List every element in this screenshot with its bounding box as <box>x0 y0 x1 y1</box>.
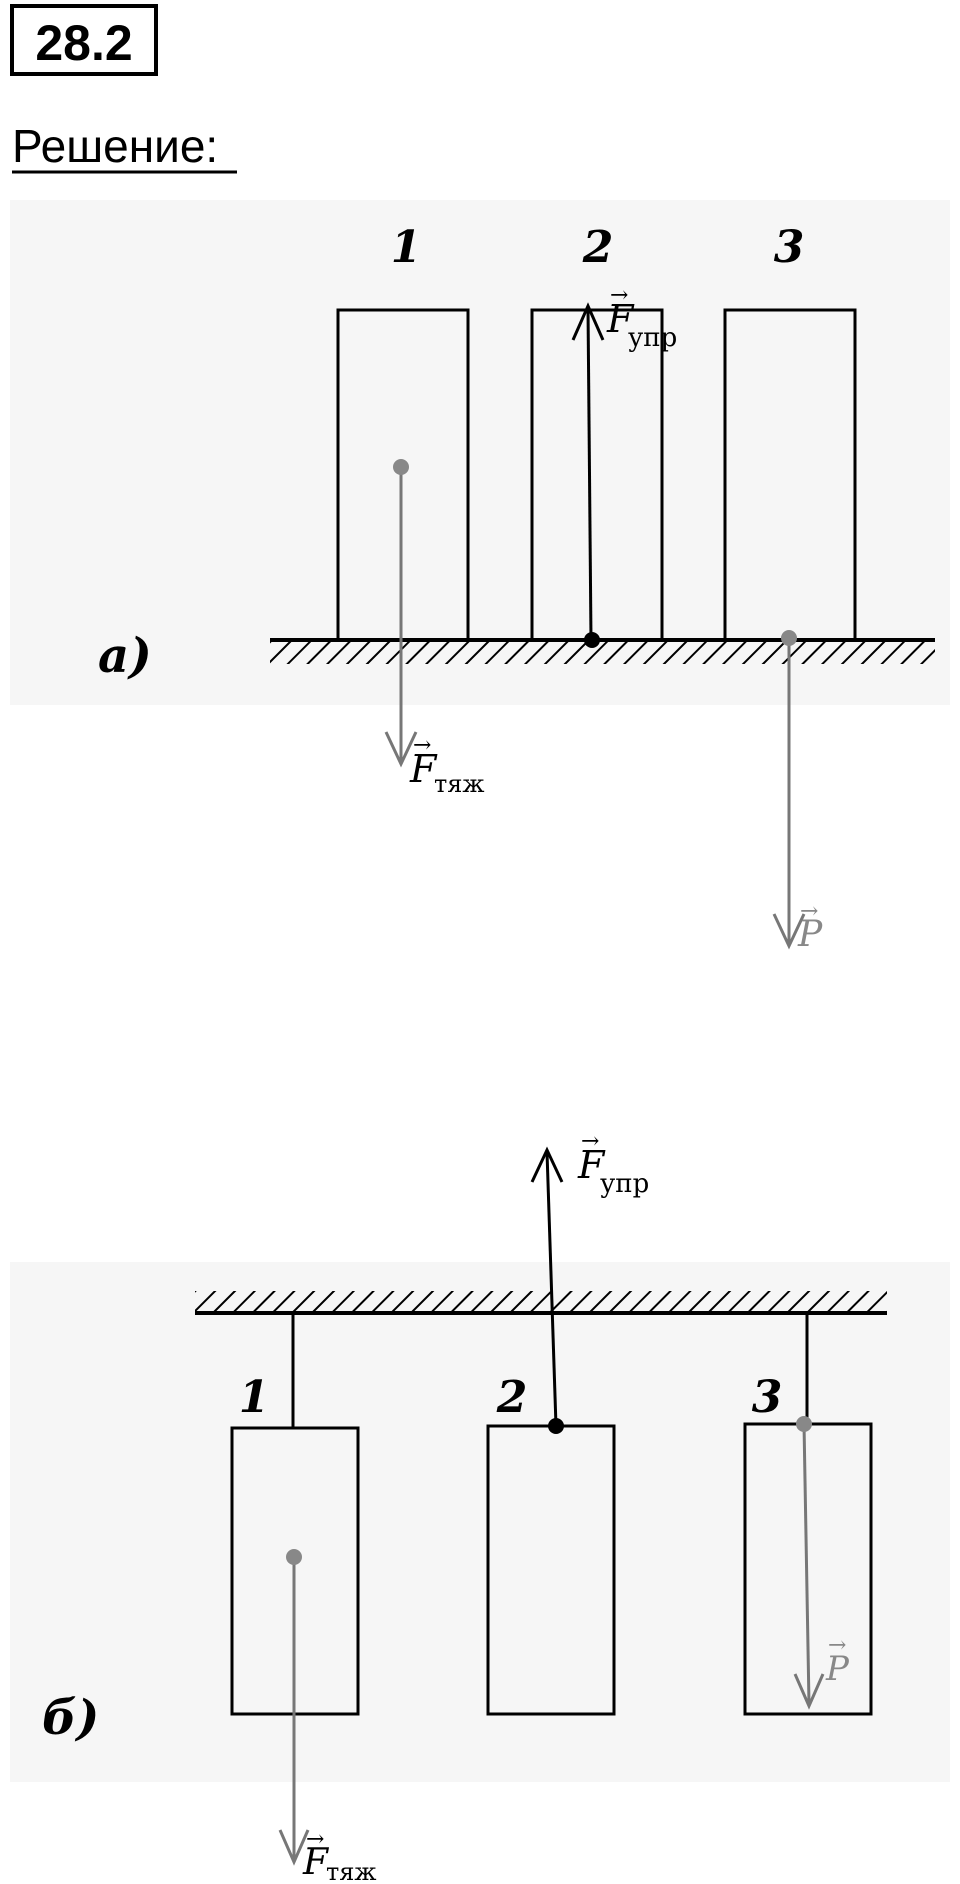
vector-arrow-icon: → <box>800 899 818 924</box>
gravity-subscript-a: тяж <box>434 770 485 798</box>
weight-arrow-a <box>772 630 806 950</box>
ceiling-hatching <box>195 1291 887 1313</box>
block-b-3-label: 3 <box>752 1372 783 1423</box>
gravity-arrow-b <box>278 1549 310 1866</box>
ground-hatching <box>270 640 935 664</box>
gravity-application-point-b <box>286 1549 302 1565</box>
vector-arrow-icon: → <box>413 733 431 758</box>
vector-arrow-icon: → <box>828 1633 846 1658</box>
elastic-label-b: F → упр <box>577 1129 649 1199</box>
solution-heading: Решение: <box>12 120 237 174</box>
gravity-label-a: F → тяж <box>409 733 485 798</box>
elastic-symbol-b: F <box>577 1143 606 1187</box>
weight-label-b: P → <box>825 1633 850 1689</box>
problem-number: 28.2 <box>35 15 132 71</box>
weight-application-point-a <box>781 630 797 646</box>
gravity-application-point-a <box>393 459 409 475</box>
vector-arrow-icon: → <box>306 1827 324 1852</box>
weight-label-a: P → <box>797 899 823 955</box>
panel-a-label: а) <box>98 628 152 684</box>
block-a-1 <box>336 308 470 642</box>
block-a-1-label: 1 <box>391 222 422 273</box>
elastic-arrow-b <box>530 1146 564 1434</box>
gravity-symbol-b: F <box>302 1842 330 1883</box>
gravity-label-b: F → тяж <box>302 1827 377 1884</box>
diagram-b-background <box>10 1262 950 1782</box>
solution-label: Решение: <box>12 120 218 172</box>
problem-number-box: 28.2 <box>10 4 158 76</box>
elastic-subscript-a: упр <box>628 323 677 353</box>
weight-application-point-b <box>796 1416 812 1432</box>
block-a-3-label: 3 <box>774 222 805 273</box>
diagram-a: 1 2 3 а) F → тяж F → упр <box>10 200 950 955</box>
diagram-a-background <box>10 200 950 705</box>
vector-arrow-icon: → <box>581 1129 599 1154</box>
weight-arrow-b <box>793 1416 825 1710</box>
weight-symbol-a: P <box>797 914 823 955</box>
weight-symbol-b: P <box>825 1649 850 1689</box>
gravity-symbol-a: F <box>409 747 438 791</box>
gravity-arrow-a <box>384 459 418 768</box>
elastic-subscript-b: упр <box>600 1169 649 1199</box>
vector-arrow-icon: → <box>610 283 628 308</box>
elastic-label-a: F → упр <box>606 283 677 353</box>
elastic-application-point-a <box>584 632 600 648</box>
diagram-b: 1 2 3 б) F → тяж F → упр <box>10 1129 950 1884</box>
block-a-2-label: 2 <box>582 222 614 273</box>
panel-b-label: б) <box>42 1690 99 1746</box>
elastic-arrow-a <box>571 302 605 648</box>
elastic-symbol-a: F <box>606 297 635 341</box>
elastic-application-point-b <box>548 1418 564 1434</box>
gravity-subscript-b: тяж <box>326 1858 377 1884</box>
block-b-2-label: 2 <box>496 1372 528 1423</box>
block-b-1-label: 1 <box>239 1372 270 1423</box>
